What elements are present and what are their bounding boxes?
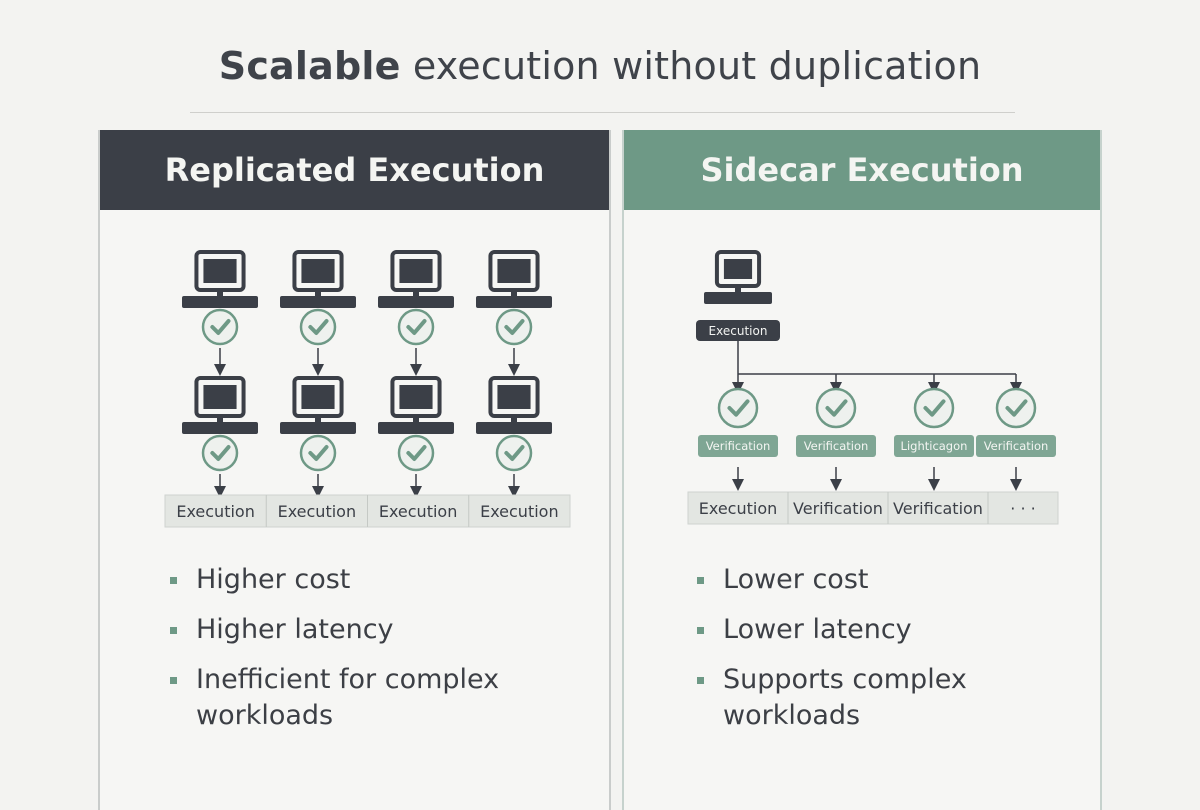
result-box-label: Execution	[699, 499, 778, 518]
bullet-item: Higher latency	[170, 612, 570, 648]
computer-icon	[280, 250, 356, 308]
checkmark-icon	[397, 434, 435, 472]
bullet-text: Lower latency	[723, 614, 912, 645]
diagram-title: Scalable execution without duplication	[0, 44, 1200, 88]
checkmark-icon	[495, 434, 533, 472]
verification-label: Verification	[698, 435, 778, 457]
checkmark-icon	[913, 387, 955, 429]
bullet-marker	[170, 677, 177, 684]
computer-icon	[476, 250, 552, 308]
verification-label: Lighticagon	[894, 435, 974, 457]
checkmark-icon	[717, 387, 759, 429]
computer-icon	[182, 376, 258, 434]
title-rest: execution without duplication	[400, 44, 982, 88]
verification-text: Verification	[804, 439, 869, 453]
verification-text: Verification	[706, 439, 771, 453]
bullet-marker	[170, 627, 177, 634]
sidecar-execution-panel: Sidecar Execution Execution Verification…	[622, 130, 1102, 810]
checkmark-icon	[397, 308, 435, 346]
result-box-label: Verification	[893, 499, 983, 518]
bullet-marker	[697, 577, 704, 584]
bullet-item: Lower latency	[697, 612, 1087, 648]
bullet-item: Higher cost	[170, 562, 570, 598]
verification-text: Verification	[984, 439, 1049, 453]
sidecar-bullets: Lower cost Lower latency Supports comple…	[697, 562, 1087, 748]
computer-icon	[476, 376, 552, 434]
computer-icon	[704, 250, 772, 304]
checkmark-icon	[201, 434, 239, 472]
computer-icon	[280, 376, 356, 434]
sidecar-panel-heading: Sidecar Execution	[624, 130, 1100, 210]
result-box-label: Verification	[793, 499, 883, 518]
bullet-item: Inefficient for complex workloads	[170, 662, 570, 734]
bullet-marker	[170, 577, 177, 584]
verification-label: Verification	[796, 435, 876, 457]
checkmark-icon	[995, 387, 1037, 429]
title-divider	[190, 112, 1015, 113]
execution-node-text: Execution	[709, 324, 768, 338]
execution-box-label: Execution	[379, 502, 458, 521]
bullet-text: Inefficient for complex workloads	[196, 664, 500, 731]
title-bold: Scalable	[218, 44, 401, 88]
replicated-diagram: Execution Execution Execution Execution	[164, 250, 571, 528]
execution-node-label: Execution	[696, 320, 780, 341]
verification-text: Lighticagon	[901, 439, 968, 453]
bullet-text: Higher cost	[196, 564, 351, 595]
execution-box-label: Execution	[480, 502, 559, 521]
result-box-label: · · ·	[1010, 499, 1035, 518]
checkmark-icon	[495, 308, 533, 346]
computer-icon	[378, 376, 454, 434]
checkmark-icon	[201, 308, 239, 346]
result-strip	[687, 491, 1059, 525]
bullet-text: Supports complex workloads	[723, 664, 967, 731]
verification-label: Verification	[976, 435, 1056, 457]
checkmark-icon	[299, 308, 337, 346]
bullet-item: Lower cost	[697, 562, 1087, 598]
bullet-text: Lower cost	[723, 564, 869, 595]
bullet-marker	[697, 677, 704, 684]
replicated-bullets: Higher cost Higher latency Inefficient f…	[170, 562, 570, 748]
execution-box-label: Execution	[278, 502, 357, 521]
checkmark-icon	[815, 387, 857, 429]
bullet-marker	[697, 627, 704, 634]
computer-icon	[378, 250, 454, 308]
bullet-item: Supports complex workloads	[697, 662, 1087, 734]
computer-icon	[182, 250, 258, 308]
bullet-text: Higher latency	[196, 614, 394, 645]
replicated-panel-heading: Replicated Execution	[100, 130, 609, 210]
checkmark-icon	[299, 434, 337, 472]
execution-box-label: Execution	[176, 502, 255, 521]
